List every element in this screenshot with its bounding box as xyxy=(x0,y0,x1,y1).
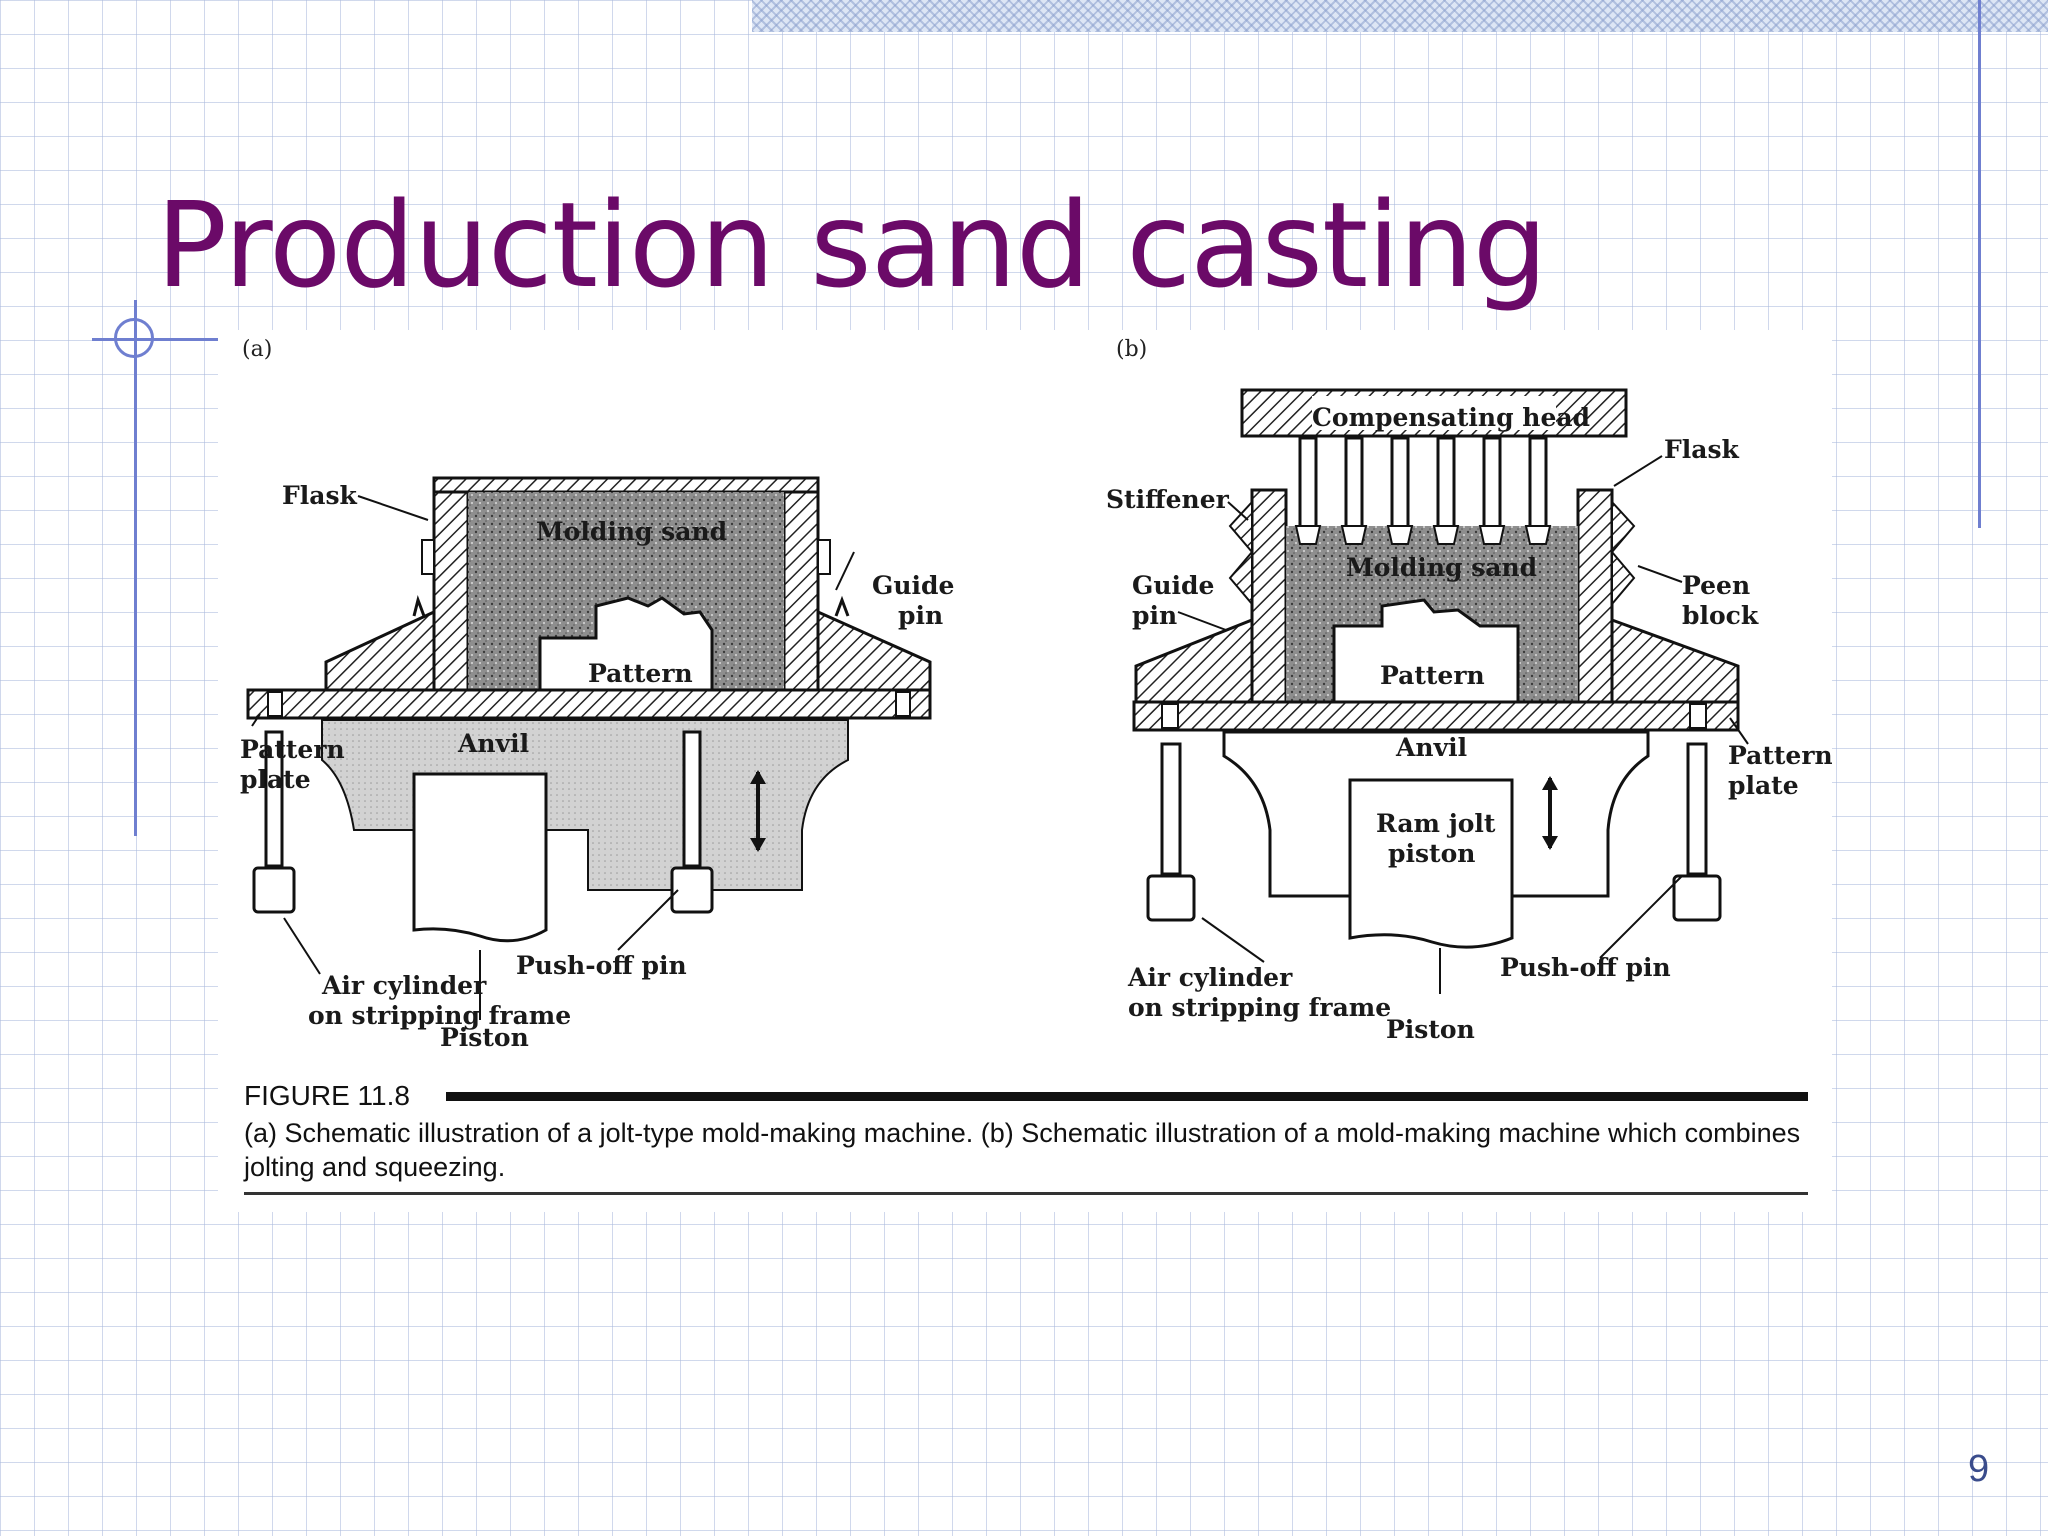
panel-a-plate-hole-right xyxy=(895,691,911,717)
panel-b-tag: (b) xyxy=(1116,337,1147,362)
panel-a-left-clamp xyxy=(421,539,435,575)
figure-caption-rule xyxy=(244,1192,1808,1195)
panel-a-push-off-pin-label: Push-off pin xyxy=(516,951,687,980)
panel-b-compensating-head-label: Compensating head xyxy=(1312,403,1590,432)
panel-a-left-flange xyxy=(324,609,436,692)
panel-b-flask-left-wall xyxy=(1250,488,1288,704)
panel-b-peen-blocks xyxy=(1294,525,1552,545)
panel-a-flask-rim xyxy=(432,476,820,494)
left-accent-crossline xyxy=(92,338,220,341)
panel-b-peen-block-label-1: Peen xyxy=(1682,571,1750,600)
panel-b-ram-jolt-piston xyxy=(1348,778,1514,949)
panel-b-stiffener-left xyxy=(1228,499,1254,607)
panel-b-push-off-pin-label: Push-off pin xyxy=(1500,953,1671,982)
panel-b-flask-label: Flask xyxy=(1664,435,1740,464)
panel-b-molding-sand-label: Molding sand xyxy=(1346,553,1537,582)
panel-b-stiffener-label: Stiffener xyxy=(1106,485,1230,514)
panel-b-flask-right-wall xyxy=(1576,488,1614,704)
panel-b-stiffener-right xyxy=(1610,499,1636,607)
panel-a-anvil xyxy=(321,719,849,891)
panel-b-peen-rods xyxy=(1298,436,1548,530)
panel-a-right-guide-pin xyxy=(834,595,850,617)
panel-b-piston-label: Piston xyxy=(1386,1015,1475,1044)
crosshair-circle-icon xyxy=(114,318,154,358)
panel-a-guide-pin-label-1: Guide xyxy=(872,571,954,600)
panel-b-ram-jolt-piston-label-1: Ram jolt xyxy=(1376,809,1496,838)
panel-b-pattern-label: Pattern xyxy=(1380,661,1485,690)
panel-b: (b) xyxy=(1106,337,1832,1044)
panel-a-pattern-label: Pattern xyxy=(588,659,693,688)
panel-b-pattern-plate-label-1: Pattern xyxy=(1728,741,1832,770)
mold-machine-diagram: (a) xyxy=(240,337,1832,1052)
panel-a-right-air-cylinder xyxy=(670,866,714,914)
panel-b-pattern xyxy=(1332,598,1520,704)
panel-b-right-flange xyxy=(1610,617,1740,704)
slide-title: Production sand casting xyxy=(156,176,1548,314)
panel-a-plate-hole-left xyxy=(267,691,283,717)
panel-a-pattern-plate-label-2: plate xyxy=(240,765,311,794)
panel-a-right-push-off-pin xyxy=(682,730,702,868)
panel-a-pattern-plate xyxy=(246,688,932,720)
panel-a-molding-sand-label: Molding sand xyxy=(536,517,727,546)
left-accent-line xyxy=(134,300,137,836)
panel-a-flask-label: Flask xyxy=(282,481,358,510)
panel-a-anvil-label: Anvil xyxy=(457,729,529,758)
panel-b-left-air-cylinder xyxy=(1146,874,1196,922)
panel-a-right-clamp xyxy=(817,539,831,575)
panel-b-ram-jolt-piston-label-2: piston xyxy=(1388,839,1475,868)
panel-a-piston-label: Piston xyxy=(440,1023,529,1052)
panel-a: (a) xyxy=(240,337,954,1052)
figure-caption-heading: FIGURE 11.8 xyxy=(244,1080,410,1111)
right-accent-line xyxy=(1978,0,1981,528)
figure-panel: (a) xyxy=(218,330,1832,1212)
panel-a-left-push-off-pin xyxy=(264,730,284,868)
figure-caption-bar xyxy=(446,1092,1808,1101)
panel-b-pattern-plate xyxy=(1132,700,1740,732)
page-number: 9 xyxy=(1968,1448,1990,1490)
panel-b-anvil-label: Anvil xyxy=(1395,733,1467,762)
panel-b-right-push-off-pin xyxy=(1686,742,1708,876)
panel-b-guide-pin-label-1: Guide xyxy=(1132,571,1214,600)
panel-a-left-guide-pin xyxy=(412,594,426,617)
panel-a-tag: (a) xyxy=(242,337,272,362)
panel-b-left-flange xyxy=(1134,617,1254,704)
panel-b-guide-pin-label-2: pin xyxy=(1132,601,1177,630)
panel-a-flask-left-wall xyxy=(432,478,470,692)
panel-a-guide-pin-label-2: pin xyxy=(898,601,943,630)
panel-a-flask-right-wall xyxy=(782,478,820,692)
panel-b-right-air-cylinder xyxy=(1672,874,1722,922)
panel-b-left-push-off-pin xyxy=(1160,742,1182,876)
panel-a-left-air-cylinder xyxy=(252,866,296,914)
top-pattern-band xyxy=(752,0,2048,32)
figure-caption-text: (a) Schematic illustration of a jolt-typ… xyxy=(244,1118,1801,1182)
panel-a-piston xyxy=(412,772,548,943)
panel-b-air-cylinder-label-1: Air cylinder xyxy=(1127,963,1293,992)
panel-a-air-cylinder-label-2: on stripping frame xyxy=(308,1001,571,1030)
panel-a-pattern xyxy=(538,596,714,692)
panel-a-pattern-plate-label-1: Pattern xyxy=(240,735,345,764)
panel-b-air-cylinder-label-2: on stripping frame xyxy=(1128,993,1391,1022)
panel-a-air-cylinder-label-1: Air cylinder xyxy=(321,971,487,1000)
panel-b-peen-block-label-2: block xyxy=(1682,601,1759,630)
panel-b-pattern-plate-label-2: plate xyxy=(1728,771,1799,800)
